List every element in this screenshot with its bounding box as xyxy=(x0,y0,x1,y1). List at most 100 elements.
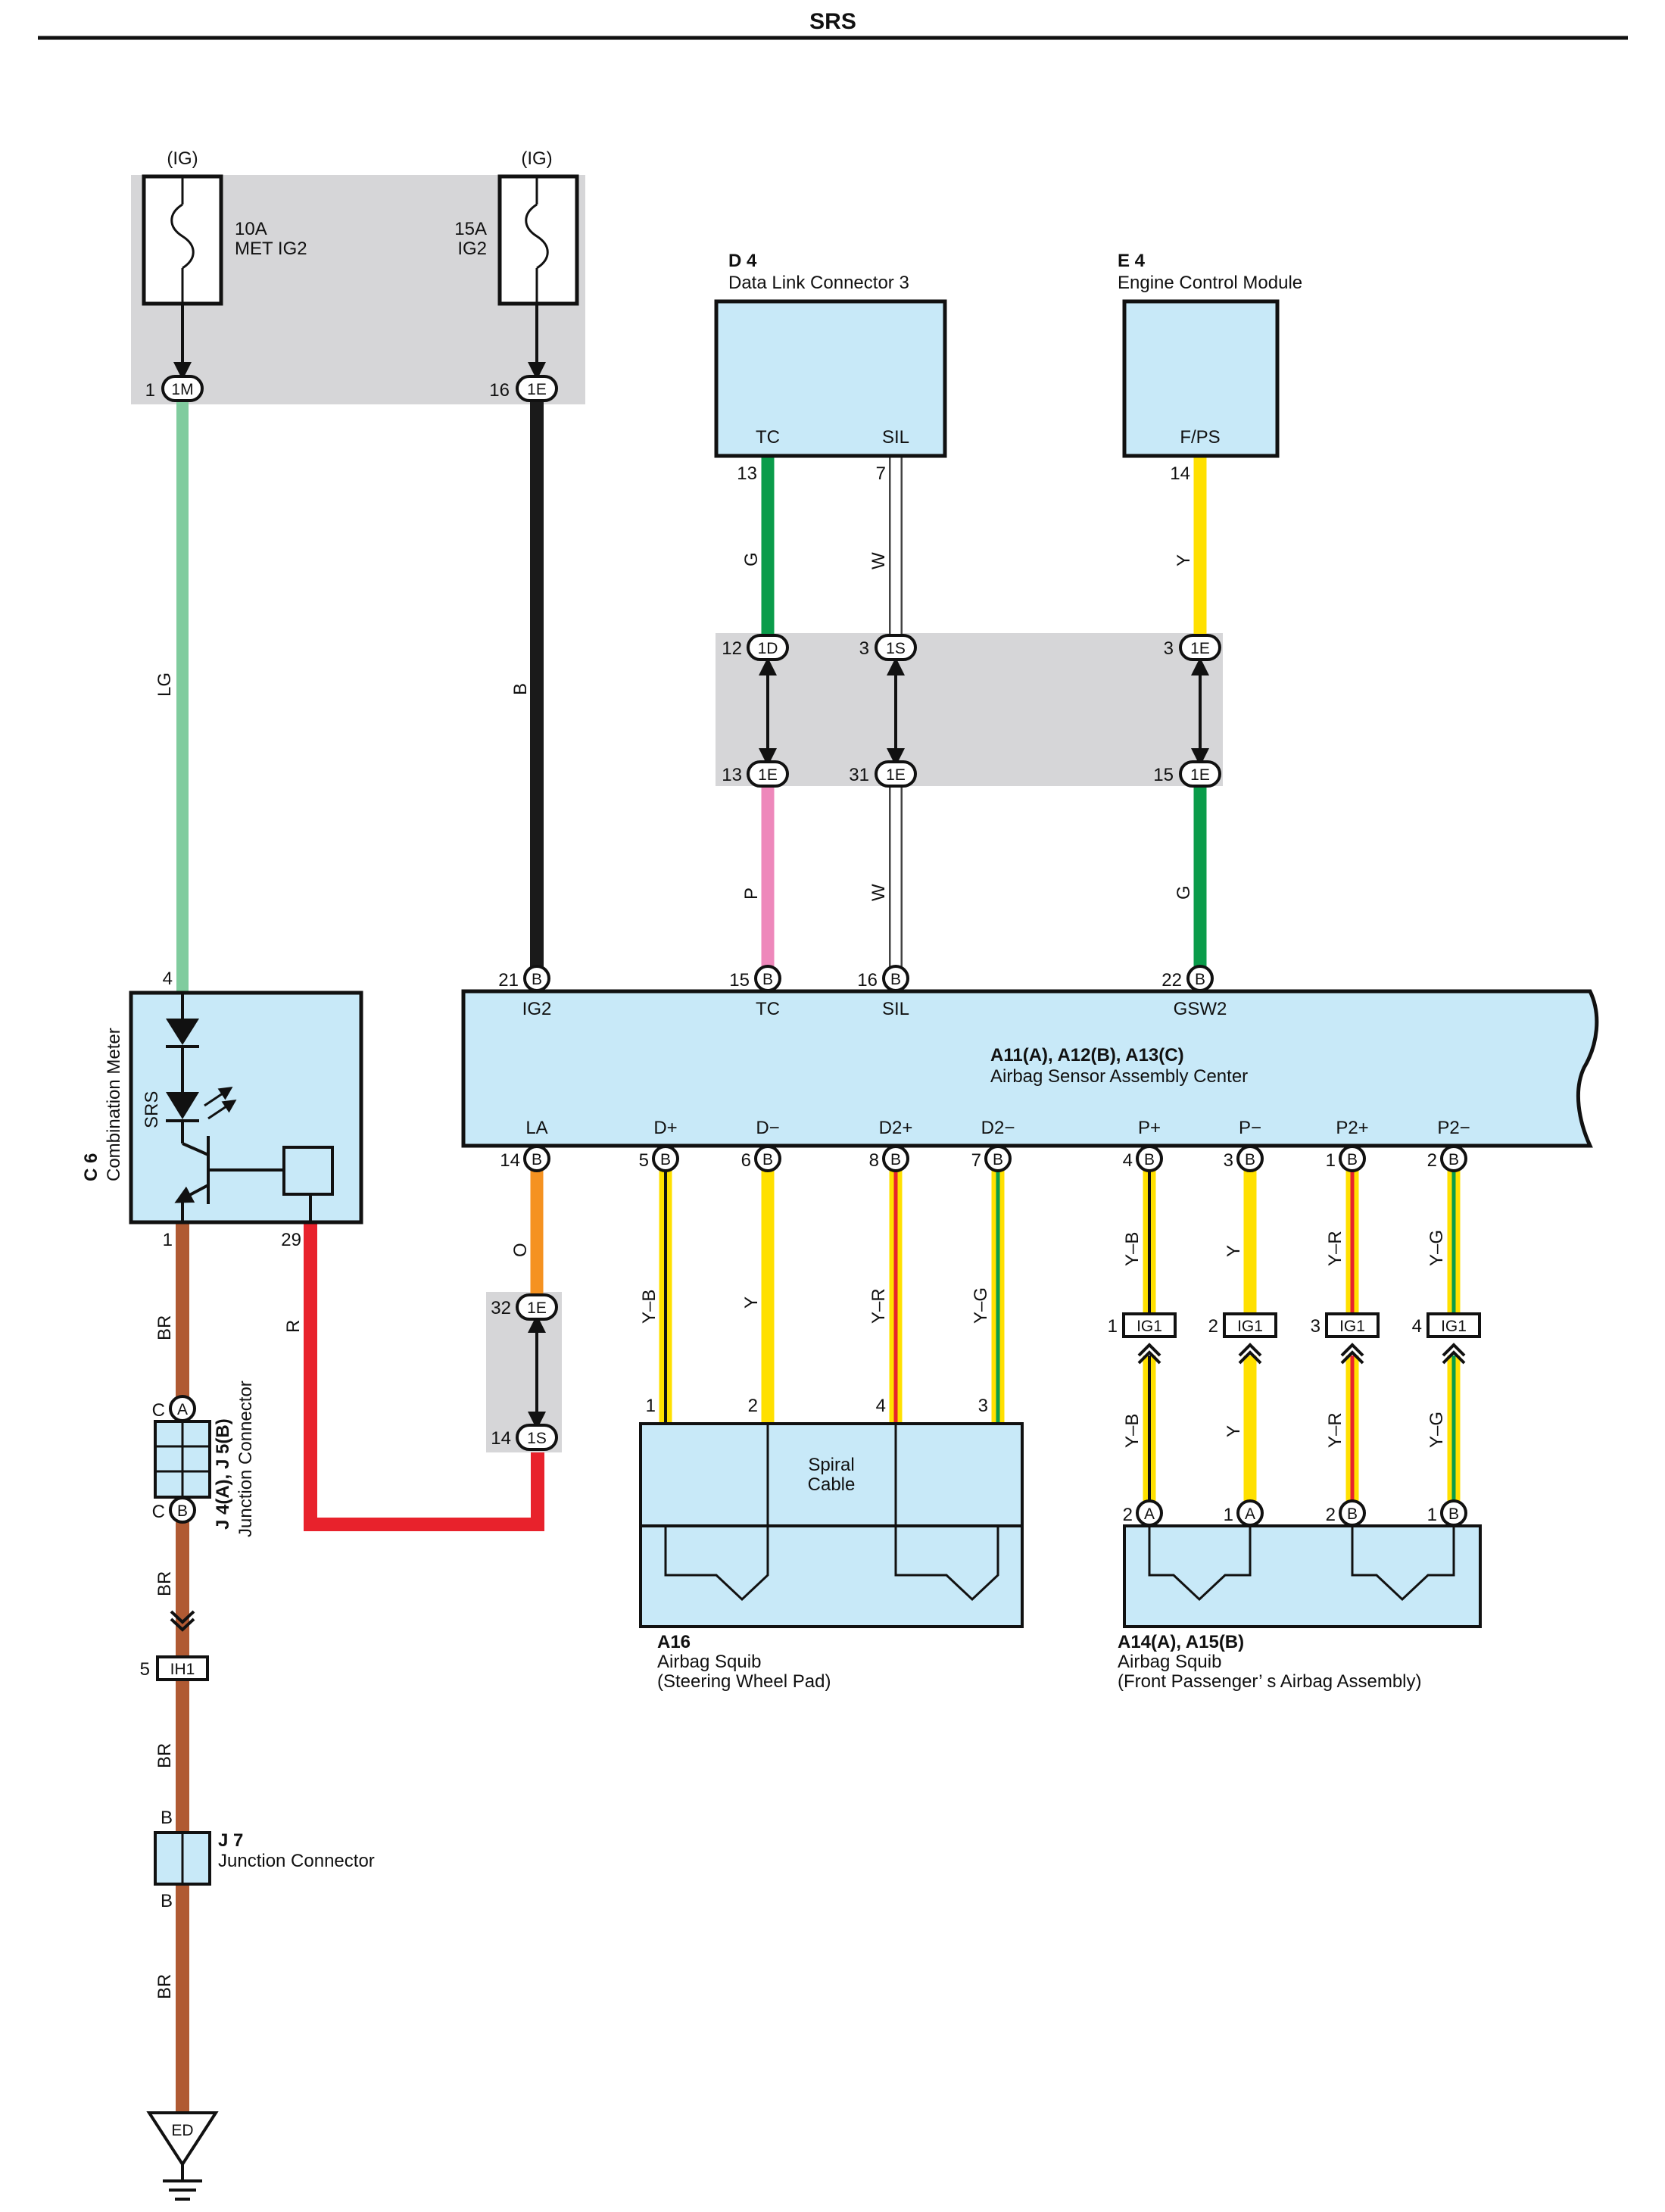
pin-number: 14 xyxy=(491,1428,511,1449)
component-code: D 4 xyxy=(728,251,757,271)
pin-number: 6 xyxy=(741,1150,751,1171)
pin-number: 14 xyxy=(1170,463,1190,484)
pin-number: 1 xyxy=(1108,1316,1118,1337)
wire-label: BR xyxy=(154,1571,175,1596)
terminal-sil: SIL xyxy=(882,427,909,448)
wire-label: G xyxy=(1174,885,1194,900)
sensor-bottom-pins: LAB14D+B5D−B6D2+B8D2−B7P+B4P−B3P2+B1P2−B… xyxy=(500,1118,1470,1172)
pin-number: 3 xyxy=(978,1396,988,1416)
terminal-label: P+ xyxy=(1138,1118,1161,1138)
spiral-label: Cable xyxy=(808,1474,856,1495)
wire-label: O xyxy=(510,1243,531,1257)
pin-number: 13 xyxy=(722,765,742,785)
connector-code: 1E xyxy=(527,381,547,398)
terminal-label: SIL xyxy=(882,999,909,1019)
terminal-label: IG2 xyxy=(522,999,552,1019)
pin-number: 4 xyxy=(1412,1316,1422,1337)
connector-code: 1E xyxy=(1190,766,1210,784)
connector-1m: 1M 1 xyxy=(145,375,204,402)
sensor-bottom-pin: P−B3 xyxy=(1224,1118,1264,1172)
pin-number: 2 xyxy=(1427,1150,1437,1171)
component-name: Airbag Sensor Assembly Center xyxy=(990,1066,1248,1087)
component-sub: (Front Passenger’ s Airbag Assembly) xyxy=(1118,1671,1422,1692)
wire-label: BR xyxy=(154,1315,175,1340)
airbag-sensor-assembly: A11(A), A12(B), A13(C) Airbag Sensor Ass… xyxy=(461,989,1599,1148)
fuse-ig-label: (IG) xyxy=(167,148,198,169)
connector-1e-fuse: 1E 16 xyxy=(489,375,558,402)
terminal-label: D+ xyxy=(653,1118,677,1138)
pin-number: 3 xyxy=(1164,638,1174,659)
terminal-label: GSW2 xyxy=(1174,999,1227,1019)
pin-label: C xyxy=(152,1502,165,1522)
ground-label: ED xyxy=(171,2122,193,2139)
wire-label: Y xyxy=(1224,1245,1244,1257)
wire-label: W xyxy=(868,552,889,569)
junction-block-shade xyxy=(716,633,1223,786)
component-sub: (Steering Wheel Pad) xyxy=(657,1671,831,1692)
data-link-connector: D 4 Data Link Connector 3 TC SIL 13 7 xyxy=(714,251,947,484)
wire-label: Y xyxy=(1224,1425,1244,1437)
wire-label: R xyxy=(283,1320,304,1333)
pin-number: 29 xyxy=(281,1230,301,1250)
component-code: C 6 xyxy=(81,1153,101,1181)
connector-code: B xyxy=(177,1502,188,1520)
connector-code: B xyxy=(1347,1505,1358,1523)
connector-code: A xyxy=(1245,1505,1255,1523)
srs-label: SRS xyxy=(142,1091,162,1128)
wire-label: Y–B xyxy=(1122,1232,1143,1266)
sensor-bottom-pin: P+B4 xyxy=(1123,1118,1163,1172)
component-name: Combination Meter xyxy=(104,1028,124,1181)
component-name: Airbag Squib xyxy=(1118,1652,1221,1672)
pin-number: 7 xyxy=(971,1150,981,1171)
pin-number: 15 xyxy=(729,970,750,991)
sensor-bottom-pin: D2−B7 xyxy=(971,1118,1015,1172)
connector-code: 1D xyxy=(758,640,778,657)
connector-code: IG1 xyxy=(1237,1318,1263,1335)
pin-number: 3 xyxy=(859,638,869,659)
connector-code: B xyxy=(762,1151,773,1168)
connector-code: IG1 xyxy=(1137,1318,1162,1335)
pin-number: 8 xyxy=(869,1150,879,1171)
fuse-ig2: (IG) 15A IG2 xyxy=(454,148,579,380)
jb-lower-tc: 1E 13 xyxy=(722,760,789,788)
wire-r xyxy=(304,1219,544,1531)
component-code: J 7 xyxy=(218,1830,243,1851)
pin-number: 7 xyxy=(876,463,886,484)
component-name: Airbag Squib xyxy=(657,1652,761,1672)
ground-icon xyxy=(146,2111,219,2167)
la-jb-top: 1E 32 xyxy=(491,1293,558,1321)
junction-connector-j7: B B J 7 Junction Connector xyxy=(154,1808,375,1911)
connector-code: B xyxy=(532,1151,542,1168)
sensor-bottom-pin: D− B6 xyxy=(741,1118,781,1172)
pin-number: 1 xyxy=(1326,1150,1336,1171)
connector-code: B xyxy=(660,1151,671,1168)
la-jb-bottom: 1S 14 xyxy=(491,1424,558,1451)
component-name: Junction Connector xyxy=(218,1851,375,1871)
terminal-label: P− xyxy=(1239,1118,1261,1138)
connector-code: 1E xyxy=(1190,640,1210,657)
pin-number: 31 xyxy=(849,765,869,785)
component-code: A11(A), A12(B), A13(C) xyxy=(990,1045,1184,1065)
connector-code: A xyxy=(1144,1505,1155,1523)
pin-number: 12 xyxy=(722,638,742,659)
wire-label: Y–G xyxy=(1426,1230,1447,1266)
jb-lower-sil: 1E 31 xyxy=(849,760,917,788)
fuse-name: MET IG2 xyxy=(235,239,307,259)
fuse-rating: 10A xyxy=(235,219,267,239)
pin-number: 22 xyxy=(1161,970,1182,991)
connector-code: 1S xyxy=(527,1430,547,1447)
fuse-ig-label: (IG) xyxy=(521,148,552,169)
pin-number: 2 xyxy=(748,1396,758,1416)
connector-code: B xyxy=(1245,1151,1255,1168)
connector-code: B xyxy=(890,971,901,988)
page-title: SRS xyxy=(809,9,856,34)
terminal-label: D− xyxy=(756,1118,779,1138)
sensor-bottom-pin: P2−B2 xyxy=(1427,1118,1470,1172)
connector-code: 1E xyxy=(758,766,778,784)
pin-number: 32 xyxy=(491,1298,511,1318)
wire-label: G xyxy=(741,552,762,566)
squib2-pin: B2 xyxy=(1326,1499,1366,1527)
